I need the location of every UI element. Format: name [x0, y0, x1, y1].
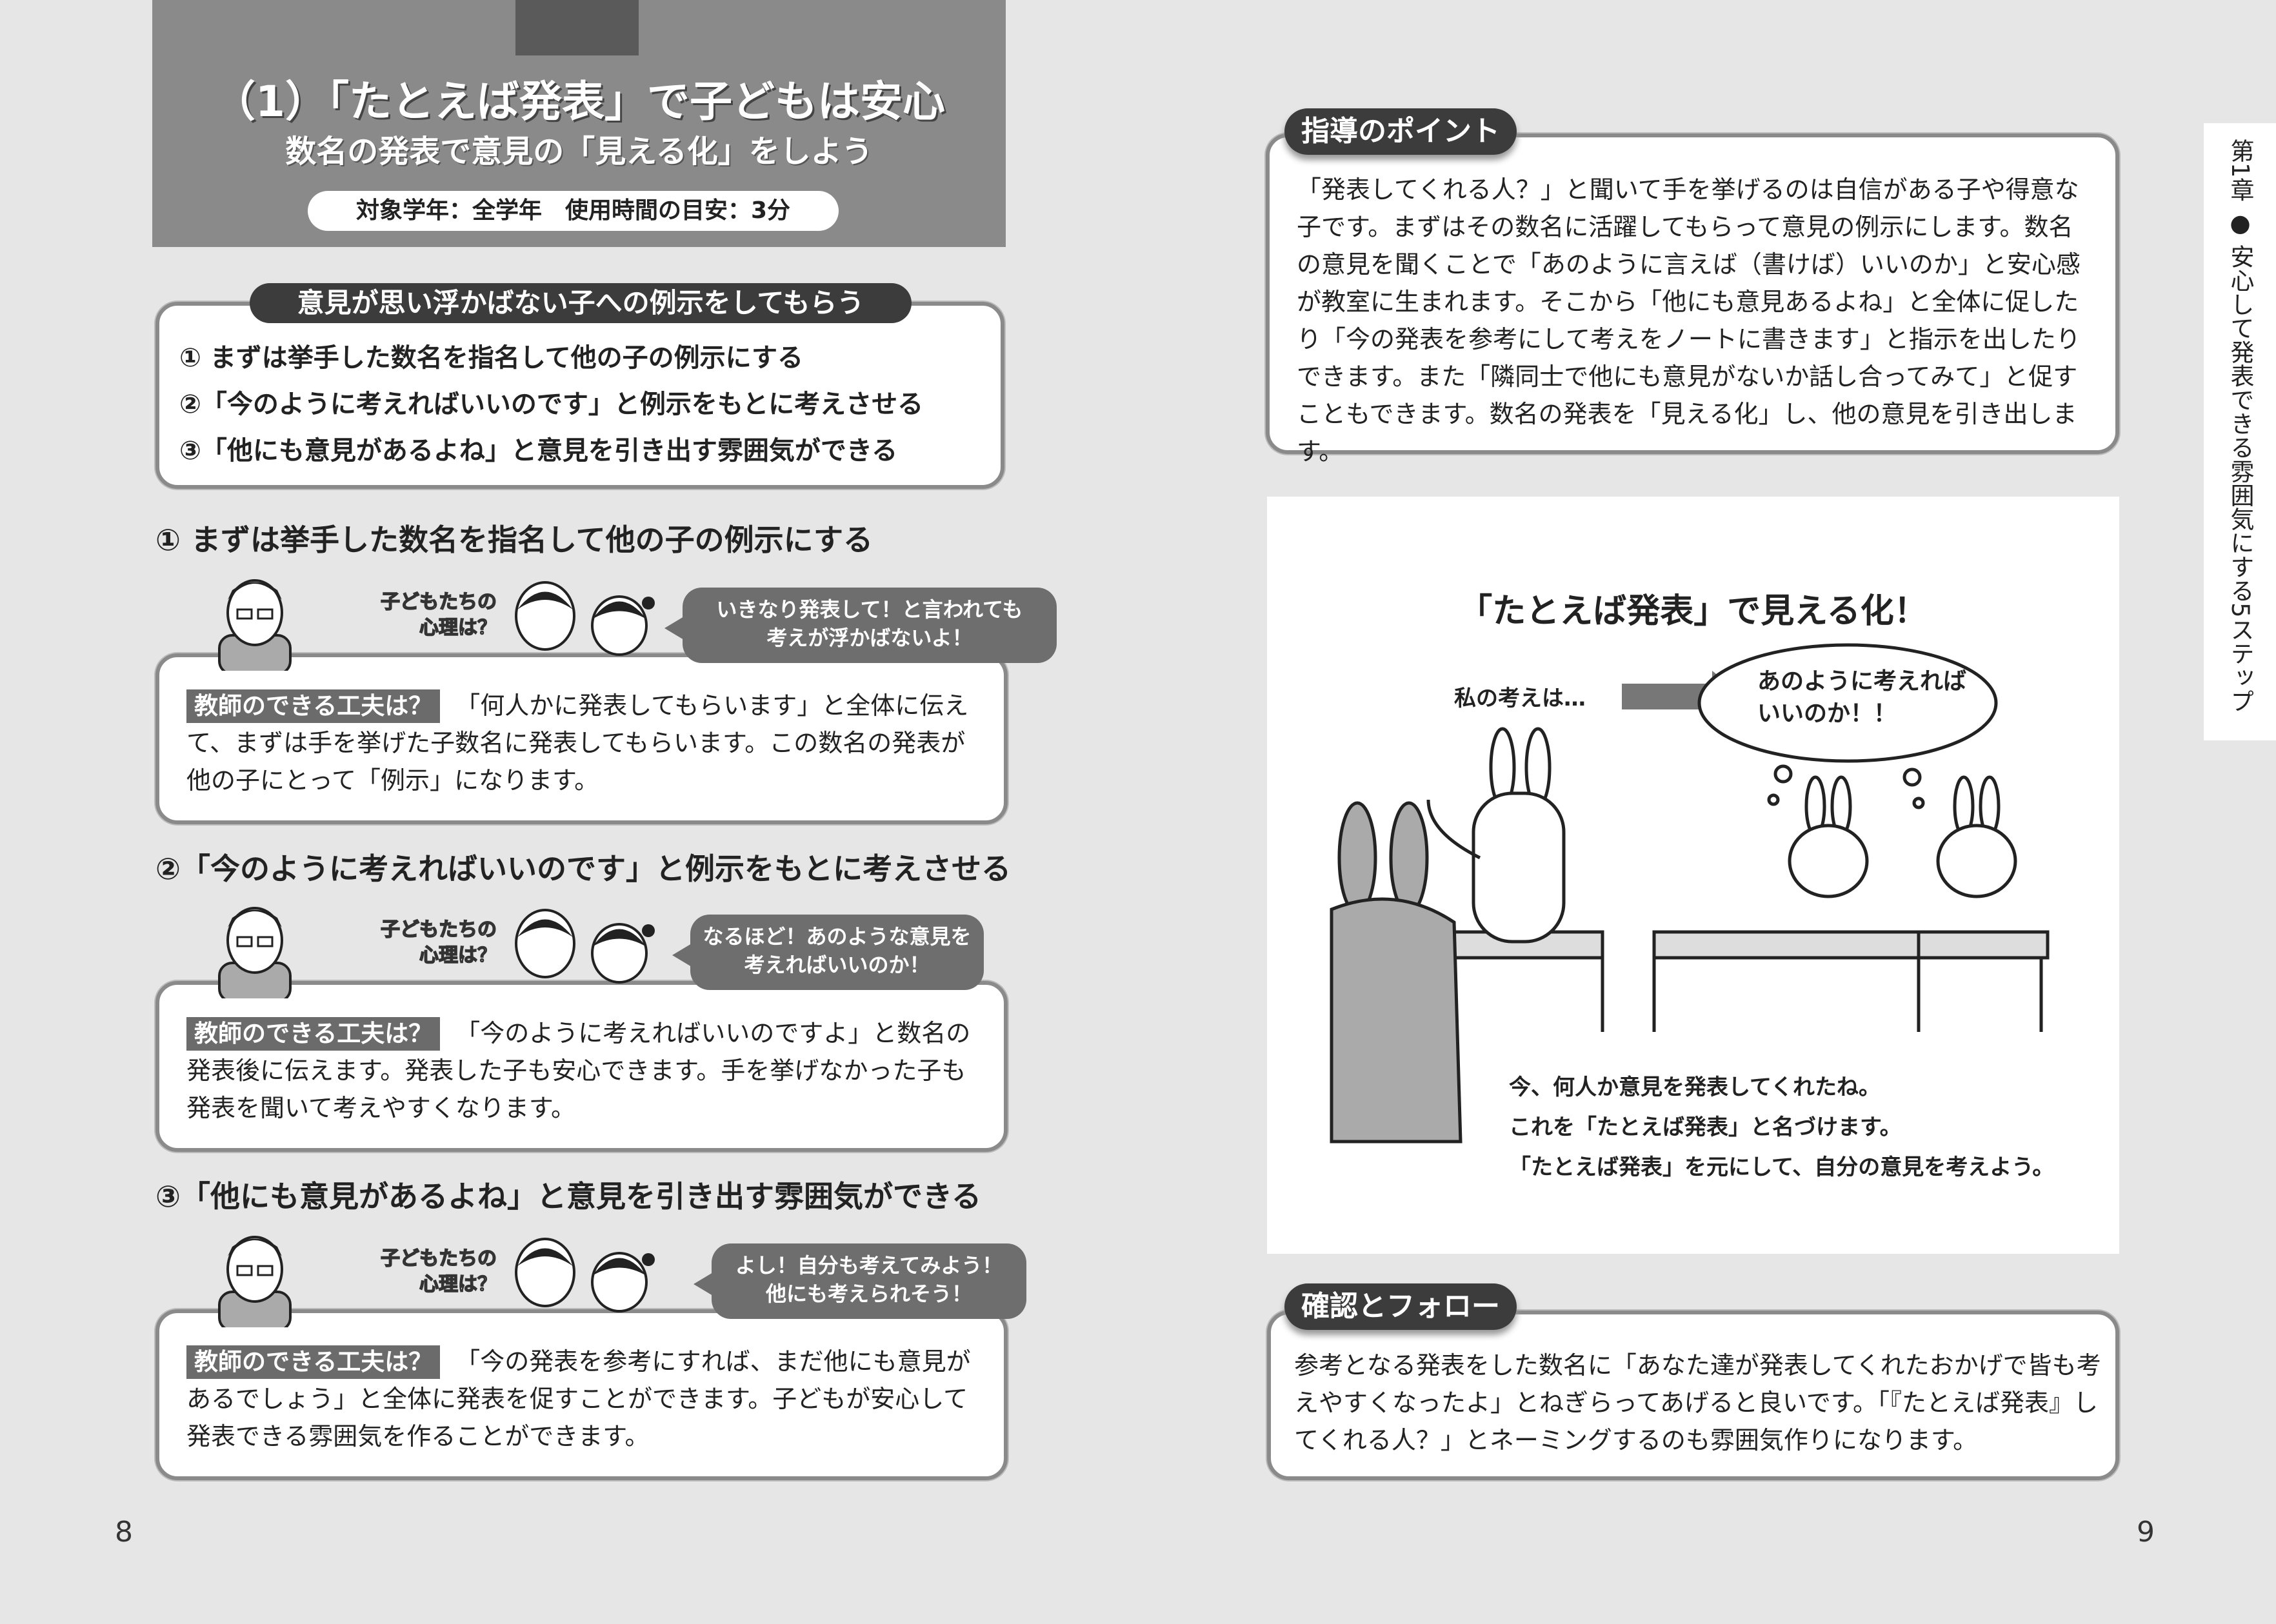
kokoro-line: 子どもたちの — [380, 1247, 497, 1271]
kokoro-line: 心理は？ — [419, 1272, 497, 1296]
chapter-side-tab: 第1章 ● 安心して発表できる雰囲気にする5ステップ — [2204, 123, 2276, 740]
chapter-title: 第1章 ● 安心して発表できる雰囲気にする5ステップ — [2226, 139, 2254, 713]
follow-text: 参考となる発表をした数名に「あなた達が発表してくれたおかげで皆も考えやすくなった… — [1294, 1351, 2101, 1454]
bubble-line: 考えればいいのか！ — [744, 953, 930, 977]
point-label: 指導のポイント — [1284, 108, 1517, 155]
bubble-tail — [664, 617, 684, 640]
page-title: （1）「たとえば発表」で子どもは安心 — [213, 77, 945, 126]
page-subtitle: 数名の発表で意見の「見える化」をしよう — [285, 134, 873, 170]
teacher-tip-tag: 教師のできる工夫は？ — [186, 1017, 441, 1051]
children-avatar-icon — [515, 909, 655, 984]
page-number: 8 — [115, 1516, 133, 1549]
summary-item: ③「他にも意見があるよね」と意見を引き出す雰囲気ができる — [179, 436, 898, 466]
caption-line: これを「たとえば発表」と名づけます。 — [1509, 1114, 1902, 1140]
illustration-title: 「たとえば発表」で見える化！ — [1459, 592, 1928, 631]
caption-line: 今、何人か意見を発表してくれたね。 — [1509, 1074, 1881, 1100]
bubble-tail — [694, 1272, 713, 1296]
section-text: 「何人かに発表してもらいます」と全体に伝えて、まずは手を挙げた子数名に発表しても… — [186, 691, 969, 795]
teacher-avatar-icon — [218, 579, 292, 671]
section-heading: ① まずは挙手した数名を指名して他の子の例示にする — [155, 522, 873, 557]
section-text: 「今の発表を参考にすれば、まだ他にも意見があるでしょう」と全体に発表を促すことが… — [186, 1347, 971, 1451]
bubble-line: 考えが浮かばないよ！ — [766, 626, 973, 650]
thought-text: あのように考えれば いいのか！！ — [1757, 666, 1966, 730]
summary-box — [155, 302, 1004, 489]
section-heading: ③「他にも意見があるよね」と意見を引き出す雰囲気ができる — [155, 1179, 982, 1214]
summary-header: 意見が思い浮かばない子への例示をしてもらう — [250, 283, 912, 323]
page-number: 9 — [2137, 1516, 2155, 1549]
point-text: 「発表してくれる人？」と聞いて手を挙げるのは自信がある子や得意な子です。まずはそ… — [1297, 175, 2081, 466]
bubble-line: 他にも考えられそう！ — [765, 1282, 972, 1306]
teacher-avatar-icon — [218, 1236, 292, 1327]
speech-bubble: いきなり発表して！と言われても考えが浮かばないよ！ — [683, 588, 1057, 663]
teacher-tip-tag: 教師のできる工夫は？ — [186, 1345, 441, 1379]
summary-item: ②「今のように考えればいいのです」と例示をもとに考えさせる — [179, 390, 924, 419]
bubble-line: よし！自分も考えてみよう！ — [735, 1253, 1003, 1278]
section-text: 「今のように考えればいいのですよ」と数名の発表後に伝えます。発表した子も安心でき… — [186, 1019, 971, 1122]
point-box: 「発表してくれる人？」と聞いて手を挙げるのは自信がある子や得意な子です。まずはそ… — [1266, 134, 2119, 466]
section-box: 教師のできる工夫は？「今の発表を参考にすれば、まだ他にも意見があるでしょう」と全… — [155, 1309, 1008, 1480]
classroom-drawing — [1330, 643, 2050, 1144]
follow-label: 確認とフォロー — [1284, 1283, 1517, 1330]
thought-line: あのように考えれば — [1757, 668, 1967, 695]
kokoro-line: 子どもたちの — [380, 590, 497, 614]
rabbit-student-standing — [1426, 727, 1566, 944]
bubble-line: なるほど！あのような意見を — [703, 924, 972, 949]
section-heading: ②「今のように考えればいいのです」と例示をもとに考えさせる — [155, 851, 1012, 886]
thought-line: いいのか！！ — [1757, 700, 1897, 727]
children-avatar-icon — [515, 581, 655, 656]
follow-box: 参考となる発表をした数名に「あなた達が発表してくれたおかげで皆も考えやすくなった… — [1267, 1311, 2119, 1480]
section-box: 教師のできる工夫は？「何人かに発表してもらいます」と全体に伝えて、まずは手を挙げ… — [155, 653, 1008, 824]
kokoro-label: 子どもたちの心理は？ — [348, 917, 497, 969]
target-grade-meta: 対象学年：全学年 使用時間の目安：3分 — [308, 191, 839, 231]
thought-cloud-icon — [1697, 643, 1998, 809]
speaker-text: 私の考えは… — [1454, 686, 1586, 711]
teacher-tip-tag: 教師のできる工夫は？ — [186, 689, 441, 723]
illustration: 「たとえば発表」で見える化！ 私の考えは… あのように考えれば いいのか！！ — [1267, 497, 2119, 1254]
speech-bubble: なるほど！あのような意見を考えればいいのか！ — [690, 915, 984, 990]
rabbit-teacher — [1330, 801, 1462, 1144]
teacher-caption: 今、何人か意見を発表してくれたね。 これを「たとえば発表」と名づけます。 「たと… — [1509, 1067, 2054, 1187]
rabbit-student-sitting — [1788, 775, 2017, 898]
bubble-line: いきなり発表して！と言われても — [716, 597, 1023, 622]
kokoro-label: 子どもたちの心理は？ — [348, 1246, 497, 1298]
desk — [1375, 930, 2050, 1032]
kokoro-label: 子どもたちの心理は？ — [348, 589, 497, 641]
caption-line: 「たとえば発表」を元にして、自分の意見を考えよう。 — [1509, 1154, 2055, 1180]
speech-bubble: よし！自分も考えてみよう！ 他にも考えられそう！ — [712, 1243, 1026, 1319]
banner-tab — [515, 0, 639, 55]
kokoro-line: 心理は？ — [419, 944, 497, 967]
children-avatar-icon — [515, 1238, 655, 1312]
kokoro-line: 心理は？ — [419, 616, 497, 640]
teacher-avatar-icon — [218, 907, 292, 998]
kokoro-line: 子どもたちの — [380, 918, 497, 942]
section-box: 教師のできる工夫は？「今のように考えればいいのですよ」と数名の発表後に伝えます。… — [155, 981, 1008, 1152]
bubble-tail — [672, 944, 692, 967]
summary-item: ① まずは挙手した数名を指名して他の子の例示にする — [179, 343, 803, 373]
